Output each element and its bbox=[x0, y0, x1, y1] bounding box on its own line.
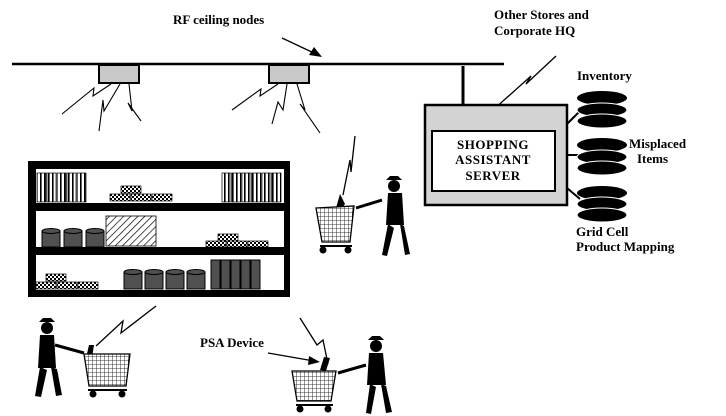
other-stores-label-1: Other Stores and bbox=[494, 7, 590, 22]
rf-node-1 bbox=[98, 64, 140, 84]
rf-arrowhead bbox=[309, 47, 322, 57]
psa-arrowhead bbox=[308, 356, 320, 365]
server-line-3: SERVER bbox=[465, 168, 520, 183]
inventory-label: Inventory bbox=[577, 68, 632, 83]
other-stores-label-2: Corporate HQ bbox=[494, 23, 575, 38]
gridcell-label-2: Product Mapping bbox=[576, 239, 675, 254]
shopper-with-cart-2 bbox=[35, 305, 157, 398]
psa-device-label: PSA Device bbox=[200, 335, 264, 350]
rf-signal-node-2 bbox=[231, 83, 321, 134]
misplaced-label-1: Misplaced bbox=[629, 136, 687, 151]
server-inner-panel bbox=[431, 130, 556, 192]
server-line-2: ASSISTANT bbox=[455, 152, 531, 167]
rf-node-2 bbox=[268, 64, 310, 84]
shopper-with-cart-1 bbox=[315, 135, 410, 256]
database-gridcell-icon bbox=[576, 186, 628, 223]
server-line-1: SHOPPING bbox=[457, 137, 529, 152]
hq-signal bbox=[492, 55, 557, 111]
gridcell-label-1: Grid Cell bbox=[576, 224, 629, 239]
rf-signal-node-1 bbox=[61, 83, 142, 132]
shopper-with-cart-3 bbox=[291, 317, 392, 414]
db-link-gridcell bbox=[566, 187, 581, 200]
misplaced-label-2: Items bbox=[637, 151, 668, 166]
database-inventory-icon bbox=[576, 91, 628, 129]
db-link-inventory bbox=[566, 110, 581, 125]
database-misplaced-icon bbox=[576, 138, 628, 176]
rf-arrow bbox=[281, 37, 317, 55]
psa-arrow bbox=[267, 352, 315, 362]
rf-nodes-label: RF ceiling nodes bbox=[173, 12, 264, 27]
store-shelf bbox=[28, 161, 290, 297]
